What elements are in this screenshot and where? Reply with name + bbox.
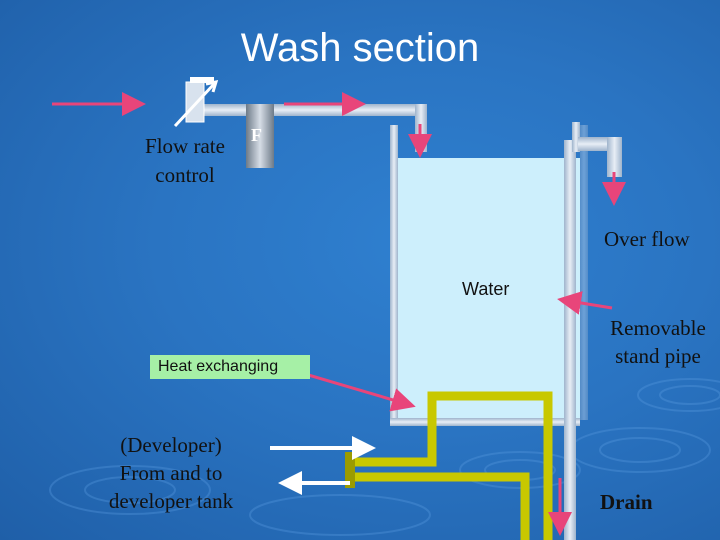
developer-arrows [270, 436, 376, 495]
filter-icon [246, 104, 274, 168]
coil-stubs [345, 452, 355, 488]
flow-valve-icon [173, 77, 219, 128]
overflow-pipe [578, 137, 622, 177]
drain-label: Drain [600, 490, 653, 514]
flow-rate-control-label: Flow rate control [145, 134, 225, 187]
over-flow-label: Over flow [604, 227, 690, 251]
developer-label: (Developer) From and to developer tank [108, 433, 234, 513]
filter-label: F [251, 125, 262, 145]
heat-exchange-pointer [304, 372, 416, 412]
inlet-pipe [195, 104, 427, 116]
stand-pipe-pointer [557, 291, 613, 315]
stand-pipe [564, 140, 576, 540]
heat-exchanger-coil [350, 391, 553, 540]
background-ripples [49, 378, 720, 536]
heat-exchanging-label: Heat exchanging [150, 355, 310, 379]
water-label: Water [462, 279, 510, 299]
wash-tank [390, 125, 588, 426]
removable-stand-pipe-label: Removable stand pipe [610, 316, 706, 368]
pink-arrows [52, 92, 626, 536]
page-title: Wash section [240, 26, 480, 70]
